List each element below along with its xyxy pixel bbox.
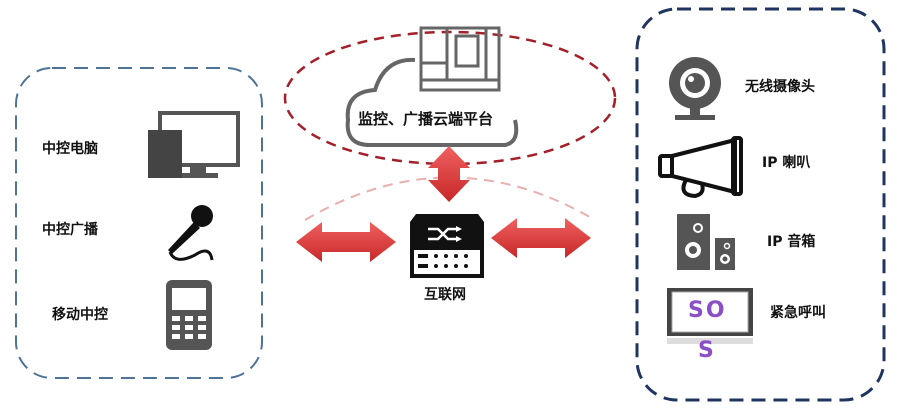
cloud-platform-label: 监控、广播云端平台	[358, 110, 494, 128]
sos-text-line2: S	[698, 338, 716, 363]
left-item-label: 中控广播	[42, 222, 98, 238]
sos-text-line1: SO	[688, 298, 727, 323]
microphone-icon	[168, 205, 214, 261]
left-double-arrow	[296, 222, 396, 262]
internet-label: 互联网	[424, 287, 466, 303]
right-item-label: IP 喇叭	[762, 155, 811, 171]
megaphone-icon	[658, 136, 743, 199]
left-item-label: 移动中控	[52, 307, 108, 323]
network-switch-icon	[410, 214, 484, 278]
mobile-phone-icon	[166, 280, 212, 350]
server-rack-icon	[419, 26, 501, 92]
right-item-label: 紧急呼叫	[770, 305, 826, 321]
right-item-label: 无线摄像头	[745, 79, 815, 95]
cloud-icon	[345, 57, 519, 147]
computer-icon	[148, 111, 240, 178]
right-double-arrow	[491, 218, 591, 258]
vertical-double-arrow	[428, 146, 470, 202]
right-group-border	[635, 7, 886, 402]
sos-screen-icon	[667, 288, 753, 344]
faded-arc	[304, 176, 596, 221]
left-item-label: 中控电脑	[42, 141, 98, 157]
speaker-icon	[677, 214, 735, 270]
right-item-label: IP 音箱	[767, 234, 816, 250]
webcam-icon	[669, 57, 721, 120]
